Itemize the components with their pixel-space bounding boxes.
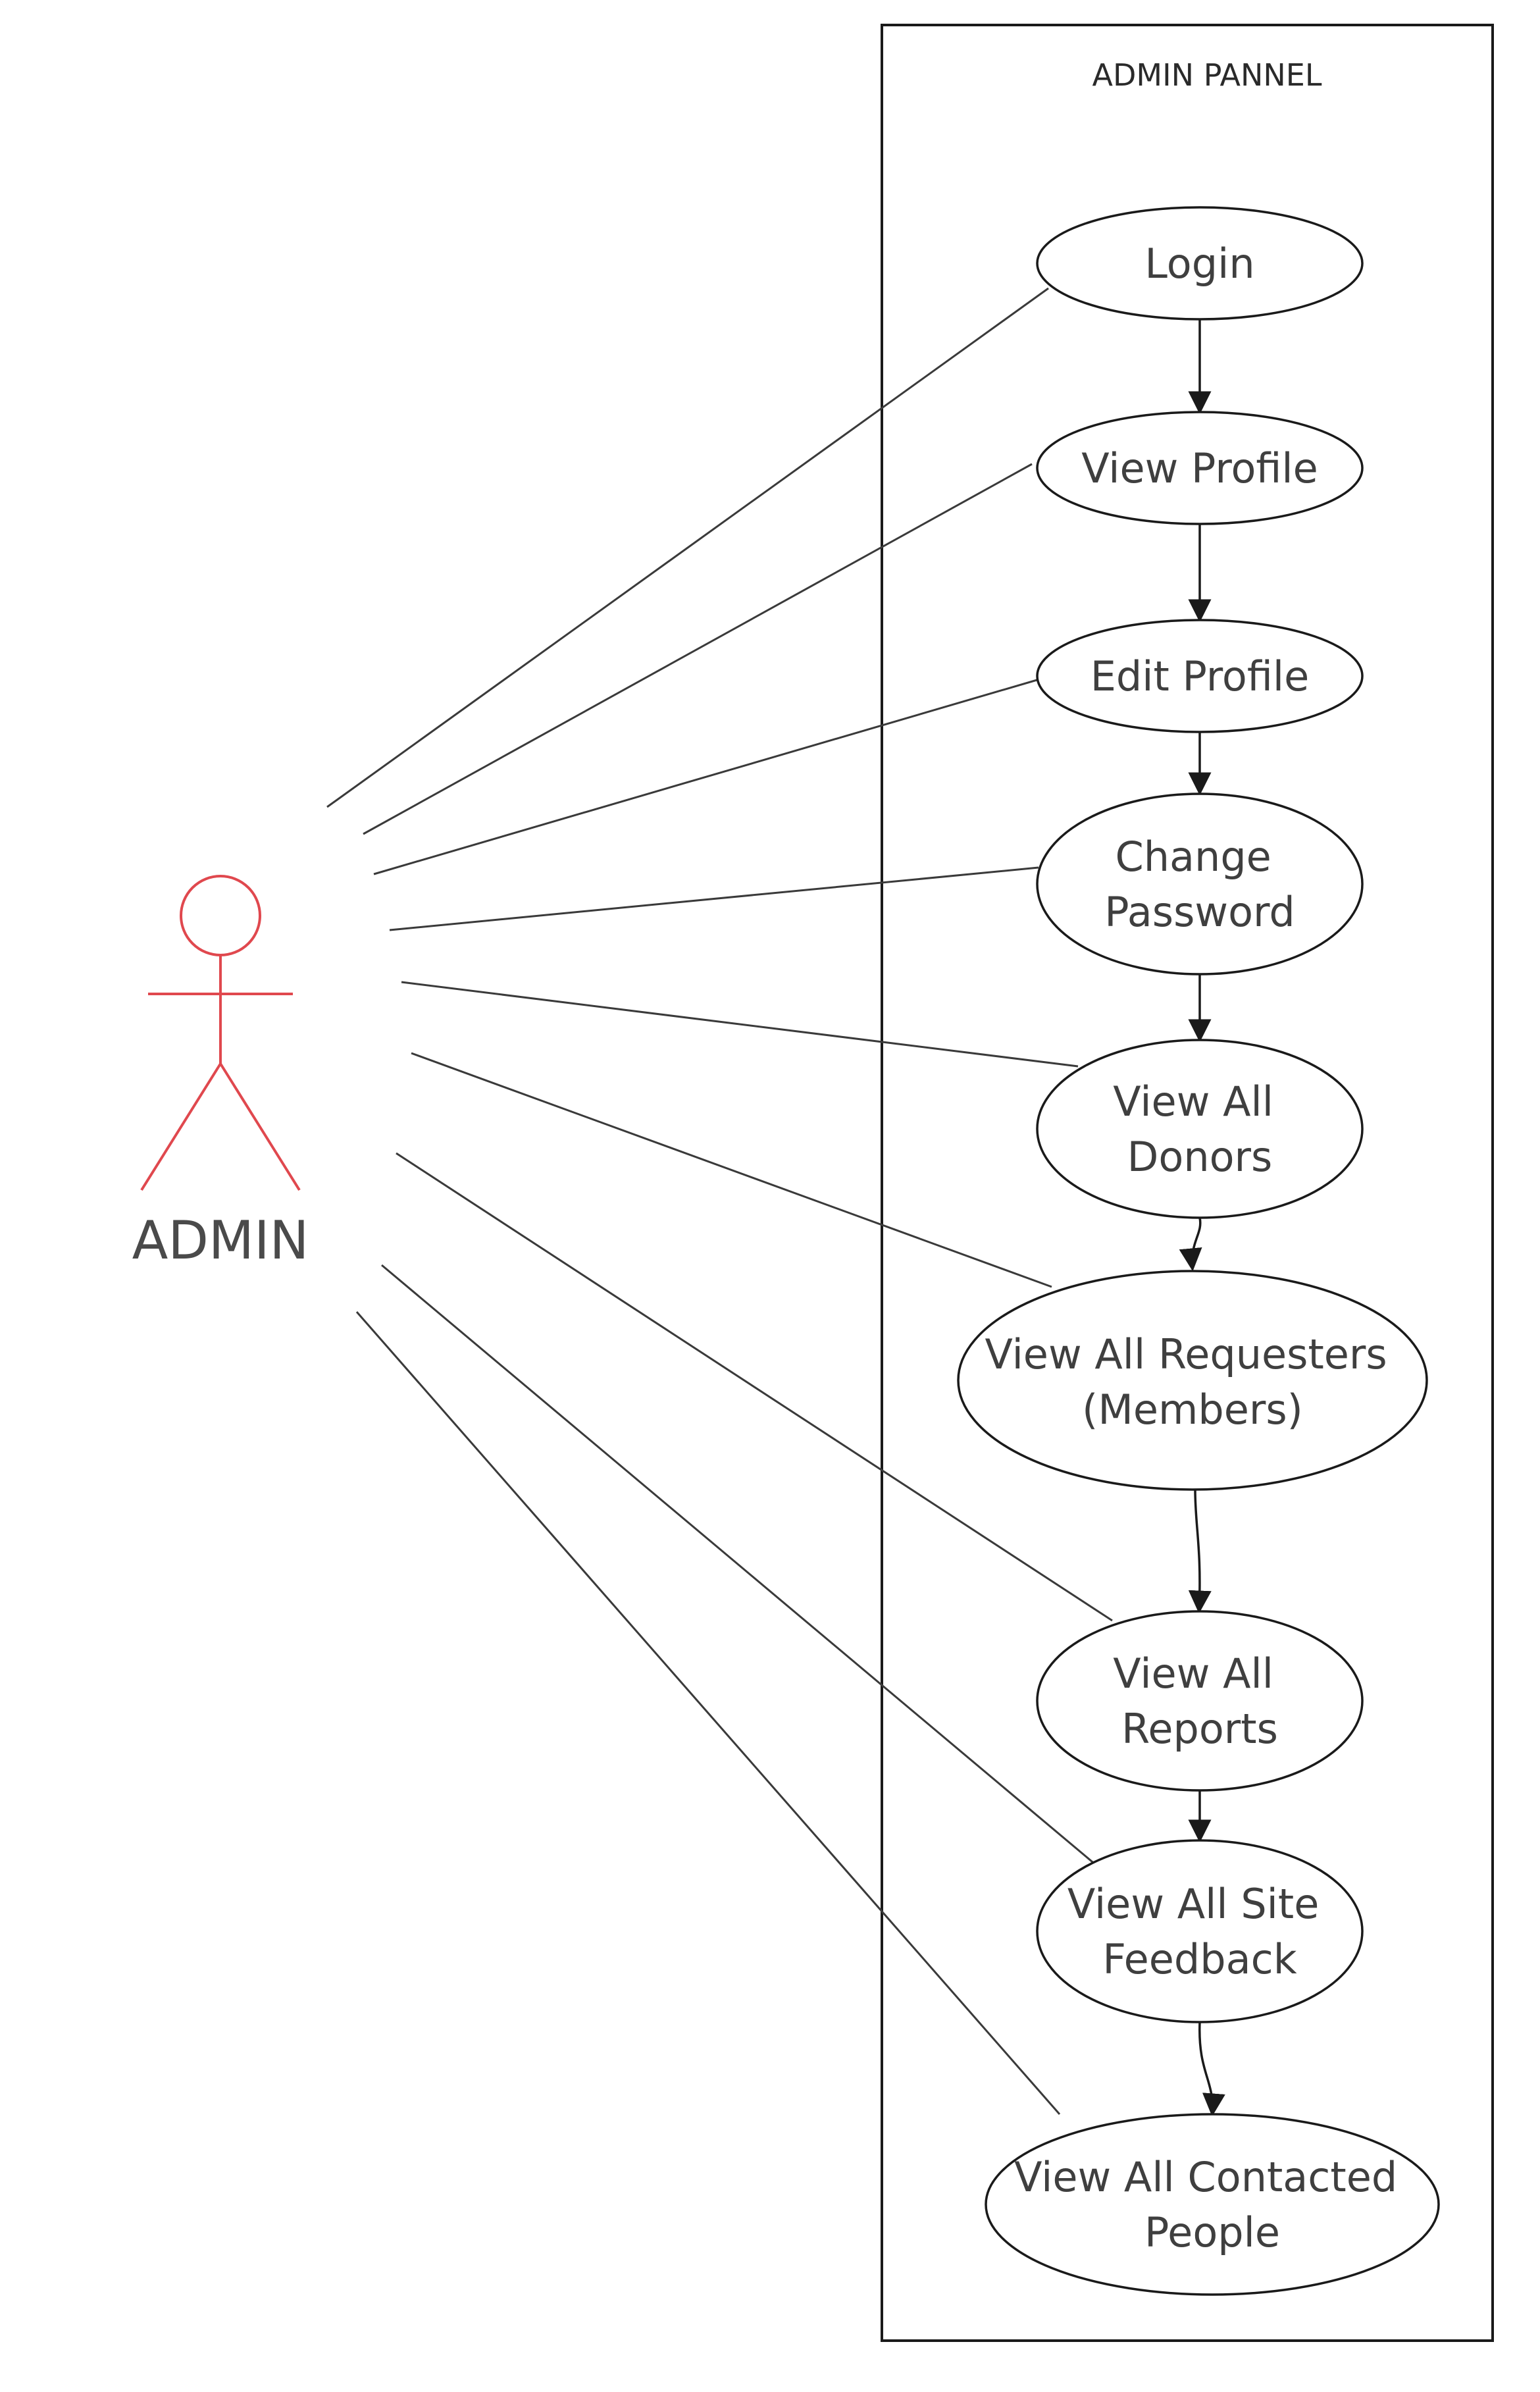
actor-label: ADMIN [132,1210,309,1271]
use-case-view-all-site-feedback[interactable]: View All Site Feedback [1036,1839,1364,2023]
association-change-password [389,866,1039,931]
use-case-label-line: View All [1113,1650,1273,1698]
actor-admin: ADMIN [132,875,309,1271]
associations [326,287,1113,2115]
use-case-ellipse [985,2113,1440,2296]
flow-arrow [1179,1217,1202,1272]
use-cases: Login View Profile Edit Profile Change P… [957,206,1440,2296]
use-case-label: View All Reports [1113,1650,1286,1753]
use-case-ellipse [1036,793,1364,975]
association-view-all-donors [401,981,1079,1068]
actor-right-leg [219,1062,301,1191]
actor-head [180,875,261,956]
use-case-label-line: View All [1113,1078,1273,1126]
use-case-label: View All Site Feedback [1067,1880,1332,1983]
association-view-all-reports [396,1152,1113,1622]
use-case-ellipse [1036,206,1364,321]
use-case-label-line: Feedback [1102,1935,1296,1983]
association-view-all-requesters [411,1052,1052,1288]
use-case-label-line: View All Site [1067,1880,1319,1928]
use-case-label-line: People [1144,2208,1280,2256]
use-case-ellipse [957,1270,1428,1491]
use-case-view-all-reports[interactable]: View All Reports [1036,1610,1364,1792]
use-case-edit-profile[interactable]: Edit Profile [1036,619,1364,733]
use-case-label-line: Change [1115,833,1271,881]
association-view-all-site-feedback [381,1264,1096,1866]
use-case-label-line: Password [1104,888,1295,936]
use-case-view-all-contacted-people[interactable]: View All Contacted People [985,2113,1440,2296]
use-case-label-line: (Members) [1082,1386,1303,1434]
system-boundary [881,24,1494,2342]
use-case-label: View All Requesters (Members) [985,1330,1400,1434]
use-case-ellipse [1036,619,1364,733]
association-edit-profile [373,677,1044,875]
use-case-label-line: View All Requesters [985,1330,1387,1378]
use-case-label-line: View All Contacted [1014,2153,1397,2201]
use-case-ellipse [1036,1839,1364,2023]
use-case-label-line: Reports [1121,1705,1278,1753]
association-login [326,287,1049,808]
use-case-label-line: Donors [1127,1133,1273,1181]
use-case-label: View All Donors [1113,1078,1286,1181]
use-case-label: View All Contacted People [1014,2153,1410,2256]
use-case-view-profile[interactable]: View Profile [1036,411,1364,525]
use-case-view-all-donors[interactable]: View All Donors [1036,1039,1364,1219]
flow-arrow [1188,1489,1212,1614]
use-case-login[interactable]: Login [1036,206,1364,321]
use-case-label: Login [1144,240,1254,288]
use-case-label: Edit Profile [1091,652,1310,700]
association-view-all-contacted-people [355,1311,1061,2115]
system-boundary-title: ADMIN PANNEL [1092,57,1322,93]
flow-arrow [1198,2021,1225,2117]
use-case-ellipse [1036,1610,1364,1792]
actor-left-leg [140,1062,222,1191]
use-case-change-password[interactable]: Change Password [1036,793,1364,975]
use-case-ellipse [1036,411,1364,525]
use-case-ellipse [1036,1039,1364,1219]
use-case-label: Change Password [1104,833,1295,936]
association-view-profile [363,463,1033,835]
use-case-label: View Profile [1081,444,1318,492]
flow-arrows [1179,319,1225,2117]
use-case-view-all-requesters[interactable]: View All Requesters (Members) [957,1270,1428,1491]
